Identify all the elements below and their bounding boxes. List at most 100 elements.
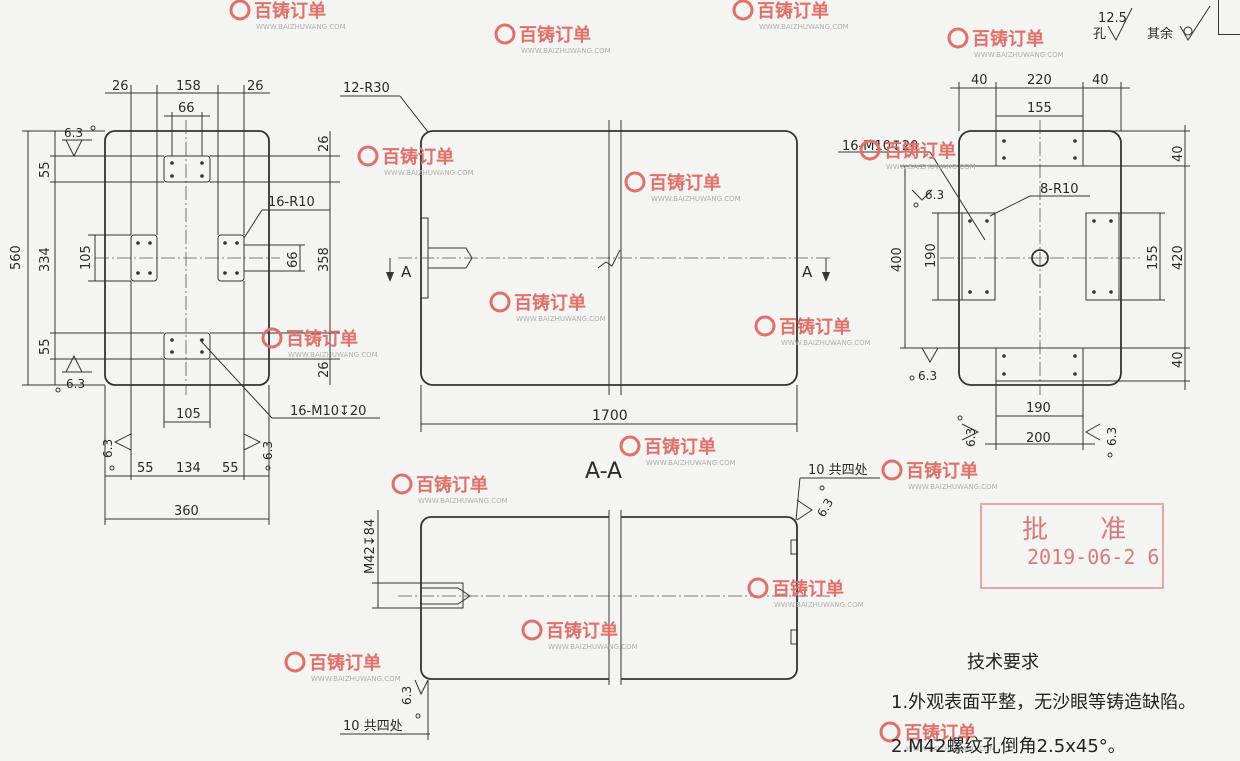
front-view: A A 12-R30 1700 A-A: [340, 81, 830, 484]
svg-text:WWW.BAIZHUWANG.COM: WWW.BAIZHUWANG.COM: [759, 23, 849, 31]
svg-text:WWW.BAIZHUWANG.COM: WWW.BAIZHUWANG.COM: [516, 315, 606, 323]
svg-text:百铸订单: 百铸订单: [972, 28, 1044, 50]
dim-top-158: 158: [176, 79, 201, 94]
watermark-logo-icon: 百铸订单 WWW.BAIZHUWANG.COM: [494, 23, 611, 55]
stamp-date: 2019-06-2 6: [1027, 545, 1160, 569]
dim-right-358: 358: [317, 247, 332, 272]
watermark-logo-icon: 百铸订单 WWW.BAIZHUWANG.COM: [391, 473, 508, 505]
watermark-logo-icon: 百铸订单 WWW.BAIZHUWANG.COM: [261, 327, 378, 359]
svg-text:6.3: 6.3: [64, 126, 83, 140]
watermark-logo-icon: 百铸订单 WWW.BAIZHUWANG.COM: [747, 577, 864, 609]
svg-text:百铸订单: 百铸订单: [286, 328, 358, 350]
dim-left-55a: 55: [38, 161, 53, 178]
svg-text:百铸订单: 百铸订单: [309, 652, 381, 674]
label-m42: M42↧84: [363, 519, 378, 574]
svg-text:WWW.BAIZHUWANG.COM: WWW.BAIZHUWANG.COM: [646, 459, 736, 467]
left-view: 26 158 26 66 560 55 334 105 55 26 66 358…: [9, 79, 380, 525]
label-16-r10: 16-R10: [268, 195, 315, 210]
dim-left-190: 190: [924, 243, 939, 268]
notes-title: 技术要求: [967, 652, 1039, 673]
dim-top-66: 66: [178, 101, 195, 116]
watermark-logo-icon: 百铸订单 WWW.BAIZHUWANG.COM: [947, 27, 1064, 59]
dim-left-560: 560: [9, 245, 24, 270]
svg-text:百铸订单: 百铸订单: [519, 24, 591, 46]
note-item-2: 2.M42螺纹孔倒角2.5x45°。: [891, 736, 1126, 757]
svg-text:百铸订单: 百铸订单: [546, 620, 618, 642]
dim-right-66: 66: [286, 251, 301, 268]
approval-stamp: 批 准 2019-06-2 6: [980, 503, 1164, 589]
svg-text:6.3: 6.3: [400, 686, 414, 705]
watermark-logo-icon: 百铸订单 WWW.BAIZHUWANG.COM: [521, 619, 638, 651]
svg-text:WWW.BAIZHUWANG.COM: WWW.BAIZHUWANG.COM: [974, 51, 1064, 59]
section-view: M42↧84 10 共四处 10 共四处 6.3 6.3: [340, 463, 880, 740]
watermark-logo-icon: 百铸订单 WWW.BAIZHUWANG.COM: [881, 459, 998, 491]
section-arrow-icon: [822, 272, 830, 282]
pad-left: [961, 212, 996, 301]
title-block-corner: [1218, 0, 1240, 35]
dim-right-155: 155: [1146, 245, 1161, 270]
pad-bottom: [163, 332, 211, 360]
label-16-m10: 16-M10↧20: [290, 404, 366, 419]
svg-text:WWW.BAIZHUWANG.COM: WWW.BAIZHUWANG.COM: [418, 497, 508, 505]
svg-text:百铸订单: 百铸订单: [382, 146, 454, 168]
svg-text:WWW.BAIZHUWANG.COM: WWW.BAIZHUWANG.COM: [886, 163, 976, 171]
stamp-text: 批 准: [1022, 515, 1149, 545]
center-hole: [1031, 249, 1049, 267]
dim-bot-55b: 55: [222, 461, 239, 476]
dim-bot-200: 200: [1026, 431, 1051, 446]
watermark-logo-icon: 百铸订单 WWW.BAIZHUWANG.COM: [859, 139, 976, 171]
svg-text:百铸订单: 百铸订单: [254, 0, 326, 22]
svg-text:WWW.BAIZHUWANG.COM: WWW.BAIZHUWANG.COM: [774, 601, 864, 609]
roughness-symbol-icon: 6.3 6.3 6.3 6.3: [909, 188, 1119, 458]
section-title: A-A: [585, 459, 622, 484]
dim-bot-134: 134: [176, 461, 201, 476]
dim-top-40b: 40: [1092, 73, 1109, 88]
svg-text:6.3: 6.3: [261, 441, 275, 460]
pad-left: [130, 234, 158, 282]
svg-text:6.3: 6.3: [918, 369, 937, 383]
label-12-r30: 12-R30: [343, 81, 390, 96]
svg-text:WWW.BAIZHUWANG.COM: WWW.BAIZHUWANG.COM: [548, 643, 638, 651]
dim-right-420: 420: [1171, 245, 1186, 270]
label-chamfer-bottom: 10 共四处: [343, 719, 403, 734]
section-marker-right: A: [802, 263, 813, 281]
label-chamfer-top: 10 共四处: [808, 463, 868, 478]
pad-right: [1085, 212, 1120, 301]
watermark-logo-icon: 百铸订单 WWW.BAIZHUWANG.COM: [879, 721, 996, 753]
label-8-r10: 8-R10: [1040, 182, 1079, 197]
watermark-logo-icon: 百铸订单 WWW.BAIZHUWANG.COM: [489, 291, 606, 323]
watermark-group: 百铸订单 WWW.BAIZHUWANG.COM 百铸订单 WWW.BAIZHUW…: [229, 0, 1064, 753]
dim-bot-55a: 55: [137, 461, 154, 476]
dim-bot-190: 190: [1026, 401, 1051, 416]
dim-top-26a: 26: [112, 79, 129, 94]
dim-left-334: 334: [38, 247, 53, 272]
section-marker-left: A: [401, 263, 412, 281]
svg-text:WWW.BAIZHUWANG.COM: WWW.BAIZHUWANG.COM: [521, 47, 611, 55]
svg-text:WWW.BAIZHUWANG.COM: WWW.BAIZHUWANG.COM: [651, 195, 741, 203]
roughness-legend: 12.5 孔 其余: [1093, 5, 1211, 42]
svg-text:6.3: 6.3: [814, 496, 836, 520]
svg-text:百铸订单: 百铸订单: [779, 316, 851, 338]
svg-text:6.3: 6.3: [1105, 427, 1119, 446]
svg-text:6.3: 6.3: [925, 188, 944, 202]
pad-bottom: [995, 347, 1084, 382]
svg-text:百铸订单: 百铸订单: [904, 722, 976, 744]
right-view: 40 220 40 155 40 420 155 40 400 190 16-M…: [838, 73, 1190, 458]
watermark-logo-icon: 百铸订单 WWW.BAIZHUWANG.COM: [754, 315, 871, 347]
watermark-logo-icon: 百铸订单 WWW.BAIZHUWANG.COM: [619, 435, 736, 467]
svg-text:WWW.BAIZHUWANG.COM: WWW.BAIZHUWANG.COM: [311, 675, 401, 683]
svg-text:百铸订单: 百铸订单: [649, 172, 721, 194]
svg-text:百铸订单: 百铸订单: [906, 460, 978, 482]
svg-text:百铸订单: 百铸订单: [772, 578, 844, 600]
svg-text:百铸订单: 百铸订单: [757, 0, 829, 22]
watermark-logo-icon: 百铸订单 WWW.BAIZHUWANG.COM: [229, 0, 346, 31]
rough-hole-value: 12.5: [1098, 11, 1127, 26]
dim-left-105: 105: [79, 245, 94, 270]
roughness-symbol-icon: 6.3 6.3 6.3 6.3: [55, 125, 275, 471]
svg-text:WWW.BAIZHUWANG.COM: WWW.BAIZHUWANG.COM: [781, 339, 871, 347]
dim-top-26b: 26: [247, 79, 264, 94]
watermark-logo-icon: 百铸订单 WWW.BAIZHUWANG.COM: [284, 651, 401, 683]
dim-right-40b: 40: [1171, 351, 1186, 368]
section-arrow-icon: [386, 272, 394, 282]
